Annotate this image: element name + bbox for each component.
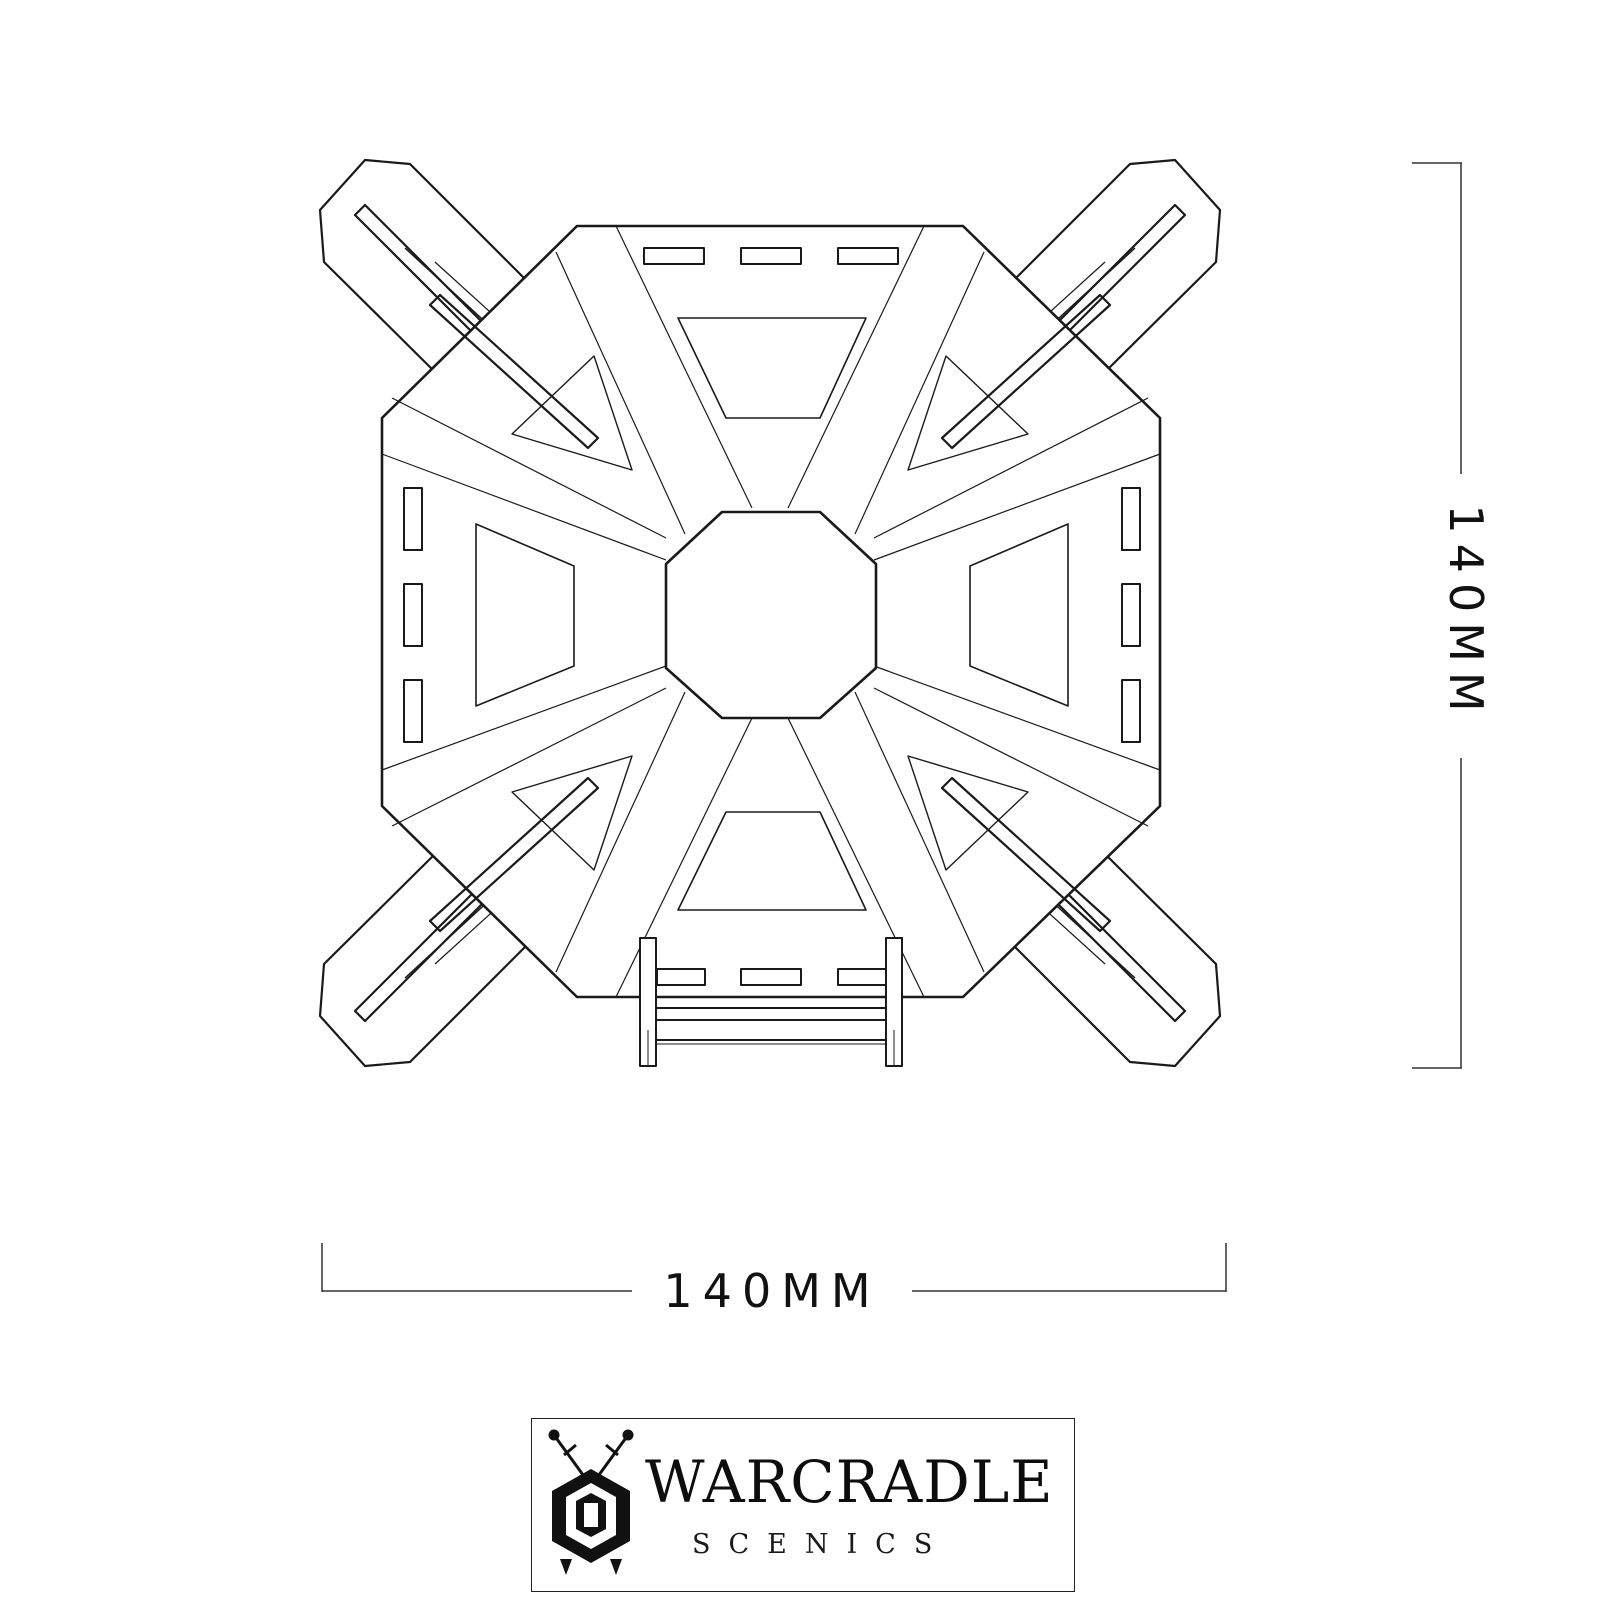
height-dimension-label: 140MM xyxy=(1439,504,1493,722)
corner-panel-tr xyxy=(907,355,1029,471)
corner-panel-tl xyxy=(511,355,633,471)
slot-top-right xyxy=(940,293,1112,450)
corner-panel-br xyxy=(907,755,1029,871)
panel-lines xyxy=(381,225,1161,998)
corner-panel-bl xyxy=(511,755,633,871)
brand-logo-box: WARCRADLE SCENICS xyxy=(531,1418,1075,1592)
vents-bottom xyxy=(656,968,887,986)
vents-left xyxy=(403,487,423,743)
brand-name: WARCRADLE xyxy=(645,1448,1054,1516)
crossed-swords-shield-icon xyxy=(548,1429,634,1575)
vents-top xyxy=(643,247,899,265)
center-octagon xyxy=(664,510,878,720)
dimension-width-line xyxy=(321,1243,1227,1292)
vents-right xyxy=(1121,487,1141,743)
brand-subtitle: SCENICS xyxy=(692,1529,951,1560)
ramp-ladder xyxy=(639,937,903,1067)
window-top xyxy=(677,317,867,419)
dimension-height-line xyxy=(1412,162,1462,1069)
slot-bottom-right xyxy=(940,776,1112,933)
slot-top-left xyxy=(428,293,600,450)
slot-bottom-left xyxy=(428,776,600,933)
window-left xyxy=(475,523,575,707)
window-bottom xyxy=(677,811,867,911)
width-dimension-label: 140MM xyxy=(663,1264,881,1318)
window-right xyxy=(969,523,1069,707)
